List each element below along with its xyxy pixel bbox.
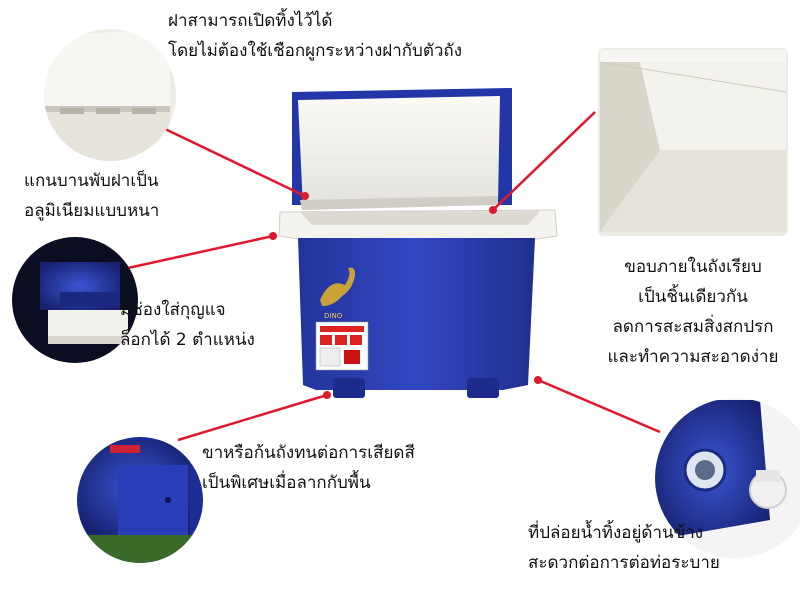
caption-inner-line-3: ลดการสะสมสิ่งสกปรก [612, 317, 774, 337]
inset-drain [655, 398, 800, 558]
callout-dots [269, 192, 542, 399]
caption-drain-line-2: สะดวกต่อการต่อท่อระบาย [528, 553, 720, 573]
caption-lid: ฝาสามารถเปิดทิ้งไว้ได้ โดยไม่ต้องใช้เชือ… [168, 6, 462, 66]
cooler-leg-left [333, 378, 365, 398]
inset-inner [598, 48, 788, 236]
product-label [315, 321, 369, 371]
callout-lines [127, 111, 661, 442]
caption-drain-line-1: ที่ปล่อยน้ำทิ้งอยู่ด้านข้าง [528, 523, 704, 543]
caption-hinge-line-2: อลูมิเนียมแบบหนา [24, 201, 160, 221]
inset-lock [12, 237, 138, 363]
caption-lock: มีช่องใส่กุญแจ ล็อกได้ 2 ตำแหน่ง [120, 295, 255, 355]
caption-drain: ที่ปล่อยน้ำทิ้งอยู่ด้านข้าง สะดวกต่อการต… [528, 518, 720, 578]
caption-lock-line-2: ล็อกได้ 2 ตำแหน่ง [120, 330, 255, 350]
caption-legs-line-2: เป็นพิเศษเมื่อลากกับพื้น [202, 473, 371, 493]
caption-inner-line-2: เป็นชิ้นเดียวกัน [638, 287, 748, 307]
caption-hinge: แกนบานพับฝาเป็น อลูมิเนียมแบบหนา [24, 166, 159, 226]
caption-inner-line-1: ขอบภายในถังเรียบ [624, 257, 762, 277]
caption-lid-line-2: โดยไม่ต้องใช้เชือกผูกระหว่างฝากับตัวถัง [168, 41, 463, 61]
dinosaur-logo: DINO [320, 267, 356, 320]
caption-inner: ขอบภายในถังเรียบ เป็นชิ้นเดียวกัน ลดการส… [598, 252, 788, 372]
caption-hinge-line-1: แกนบานพับฝาเป็น [24, 171, 159, 191]
caption-legs: ขาหรือก้นถังทนต่อการเสียดสี เป็นพิเศษเมื… [202, 438, 415, 498]
cooler-leg-right [467, 378, 499, 398]
lid-inner [298, 96, 500, 208]
inset-hinge [44, 29, 176, 161]
caption-lock-line-1: มีช่องใส่กุญแจ [120, 300, 226, 320]
svg-text:DINO: DINO [324, 312, 343, 320]
cooler-box: DINO [278, 88, 558, 398]
caption-lid-line-1: ฝาสามารถเปิดทิ้งไว้ได้ [168, 11, 333, 31]
caption-inner-line-4: และทำความสะอาดง่าย [607, 347, 779, 367]
caption-legs-line-1: ขาหรือก้นถังทนต่อการเสียดสี [202, 443, 415, 463]
inset-legs [77, 437, 203, 563]
